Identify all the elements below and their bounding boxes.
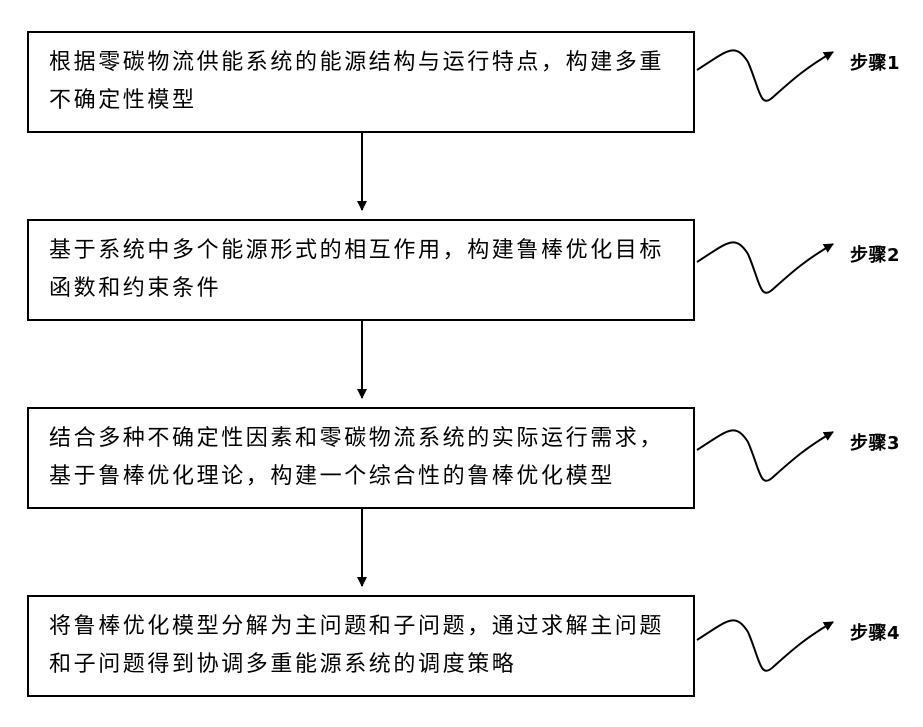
step-label-3: 步骤3: [850, 429, 900, 455]
step-box-2: 基于系统中多个能源形式的相互作用，构建鲁棒优化目标函数和约束条件: [27, 219, 695, 321]
step-leader-1: [697, 50, 833, 100]
step-box-1: 根据零碳物流供能系统的能源结构与运行特点，构建多重不确定性模型: [27, 31, 695, 133]
step-box-3: 结合多种不确定性因素和零碳物流系统的实际运行需求，基于鲁棒优化理论，构建一个综合…: [27, 407, 695, 509]
step-label-1: 步骤1: [850, 49, 900, 75]
step-label-4: 步骤4: [850, 619, 900, 645]
step-box-4: 将鲁棒优化模型分解为主问题和子问题，通过求解主问题和子问题得到协调多重能源系统的…: [27, 595, 695, 697]
step-text-2: 基于系统中多个能源形式的相互作用，构建鲁棒优化目标函数和约束条件: [29, 232, 693, 308]
step-text-4: 将鲁棒优化模型分解为主问题和子问题，通过求解主问题和子问题得到协调多重能源系统的…: [29, 608, 693, 684]
step-leader-4: [697, 620, 833, 670]
step-text-3: 结合多种不确定性因素和零碳物流系统的实际运行需求，基于鲁棒优化理论，构建一个综合…: [29, 420, 693, 496]
step-text-1: 根据零碳物流供能系统的能源结构与运行特点，构建多重不确定性模型: [29, 44, 693, 120]
step-label-2: 步骤2: [850, 241, 900, 267]
step-leader-3: [697, 430, 833, 480]
step-leader-2: [697, 242, 833, 292]
